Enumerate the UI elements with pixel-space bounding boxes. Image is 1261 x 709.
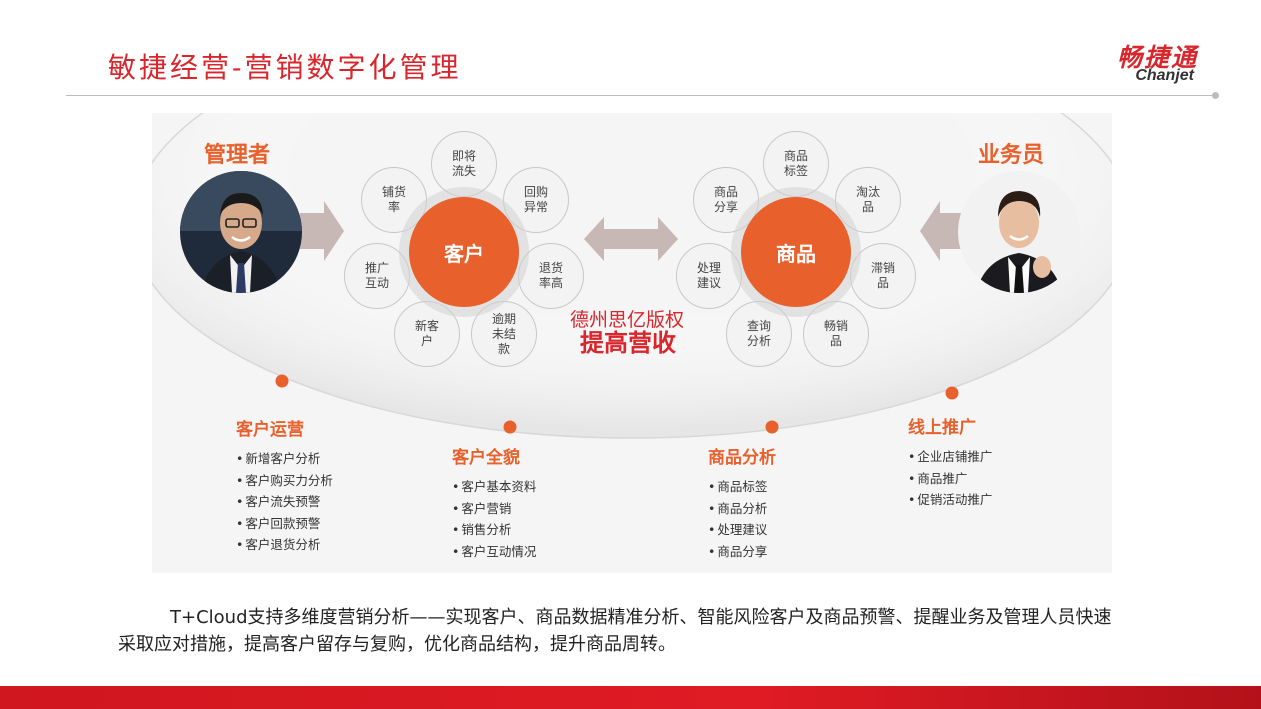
category-title: 客户全貌	[452, 448, 520, 468]
marketing-diagram: 管理者 业务员 即将 流失 回购 异常 退货 率高	[152, 113, 1112, 573]
arrow-right-icon	[300, 201, 344, 261]
manager-avatar	[180, 171, 302, 293]
category-customer-operation: 客户运营 新增客户分析 客户购买力分析 客户流失预警 客户回款预警 客户退货分析	[236, 415, 333, 556]
list-item: 客户流失预警	[236, 491, 333, 513]
salesperson-avatar	[958, 171, 1080, 293]
petal-new-customer: 新客 户	[394, 301, 460, 367]
logo-en-text: Chanjet	[1135, 67, 1194, 84]
list-item: 商品推广	[908, 468, 992, 490]
category-title: 客户运营	[236, 420, 304, 440]
petal-best-selling: 畅销 品	[803, 301, 869, 367]
petal-repurchase-anomaly: 回购 异常	[503, 167, 569, 233]
petal-distribution-rate: 铺货 率	[361, 167, 427, 233]
list-item: 商品分享	[708, 541, 776, 563]
list-item: 商品分析	[708, 498, 776, 520]
title-divider	[66, 95, 1216, 96]
product-core: 商品	[741, 197, 851, 307]
petal-query-analysis: 查询 分析	[726, 301, 792, 367]
customer-core: 客户	[409, 197, 519, 307]
center-slogan: 提高营收	[580, 329, 676, 357]
category-dot-4	[945, 386, 959, 400]
category-title: 商品分析	[708, 448, 776, 468]
list-item: 客户回款预警	[236, 513, 333, 535]
divider-end-dot	[1212, 92, 1219, 99]
logo-cn-text: 畅捷通	[1116, 43, 1198, 72]
outer-ellipse-arc	[152, 113, 1112, 439]
list-item: 客户退货分析	[236, 534, 333, 556]
list-item: 销售分析	[452, 519, 536, 541]
category-title: 线上推广	[908, 418, 976, 438]
list-item: 客户营销	[452, 498, 536, 520]
list-item: 处理建议	[708, 519, 776, 541]
category-dot-3	[765, 420, 779, 434]
category-product-analysis: 商品分析 商品标签 商品分析 处理建议 商品分享	[708, 443, 776, 562]
salesperson-label: 业务员	[978, 143, 1045, 168]
petal-product-tag: 商品 标签	[763, 131, 829, 197]
list-item: 促销活动推广	[908, 489, 992, 511]
list-item: 客户互动情况	[452, 541, 536, 563]
copyright-watermark: 德州思亿版权	[570, 309, 685, 331]
footer-bar	[0, 686, 1261, 709]
petal-overdue-payment: 逾期 未结 款	[471, 301, 537, 367]
category-dot-2	[503, 420, 517, 434]
arrow-left-icon	[920, 201, 964, 261]
slide-title: 敏捷经营-营销数字化管理	[108, 51, 462, 84]
list-item: 商品标签	[708, 476, 776, 498]
petal-product-share: 商品 分享	[693, 167, 759, 233]
petal-eliminated-product: 淘汰 品	[835, 167, 901, 233]
double-arrow-icon	[584, 217, 678, 261]
list-item: 客户基本资料	[452, 476, 536, 498]
chanjet-logo: 畅捷通 Chanjet	[1070, 38, 1210, 90]
manager-label: 管理者	[204, 143, 271, 168]
list-item: 客户购买力分析	[236, 470, 333, 492]
petal-high-return-rate: 退货 率高	[518, 243, 584, 309]
petal-slow-moving: 滞销 品	[850, 243, 916, 309]
petal-handling-suggestion: 处理 建议	[676, 243, 742, 309]
petal-churn-risk: 即将 流失	[431, 131, 497, 197]
list-item: 企业店铺推广	[908, 446, 992, 468]
petal-promotion-interaction: 推广 互动	[344, 243, 410, 309]
list-item: 新增客户分析	[236, 448, 333, 470]
category-dot-1	[275, 374, 289, 388]
category-customer-overview: 客户全貌 客户基本资料 客户营销 销售分析 客户互动情况	[452, 443, 536, 562]
category-online-promotion: 线上推广 企业店铺推广 商品推广 促销活动推广	[908, 413, 992, 511]
caption-paragraph: T+Cloud支持多维度营销分析——实现客户、商品数据精准分析、智能风险客户及商…	[118, 607, 1112, 655]
